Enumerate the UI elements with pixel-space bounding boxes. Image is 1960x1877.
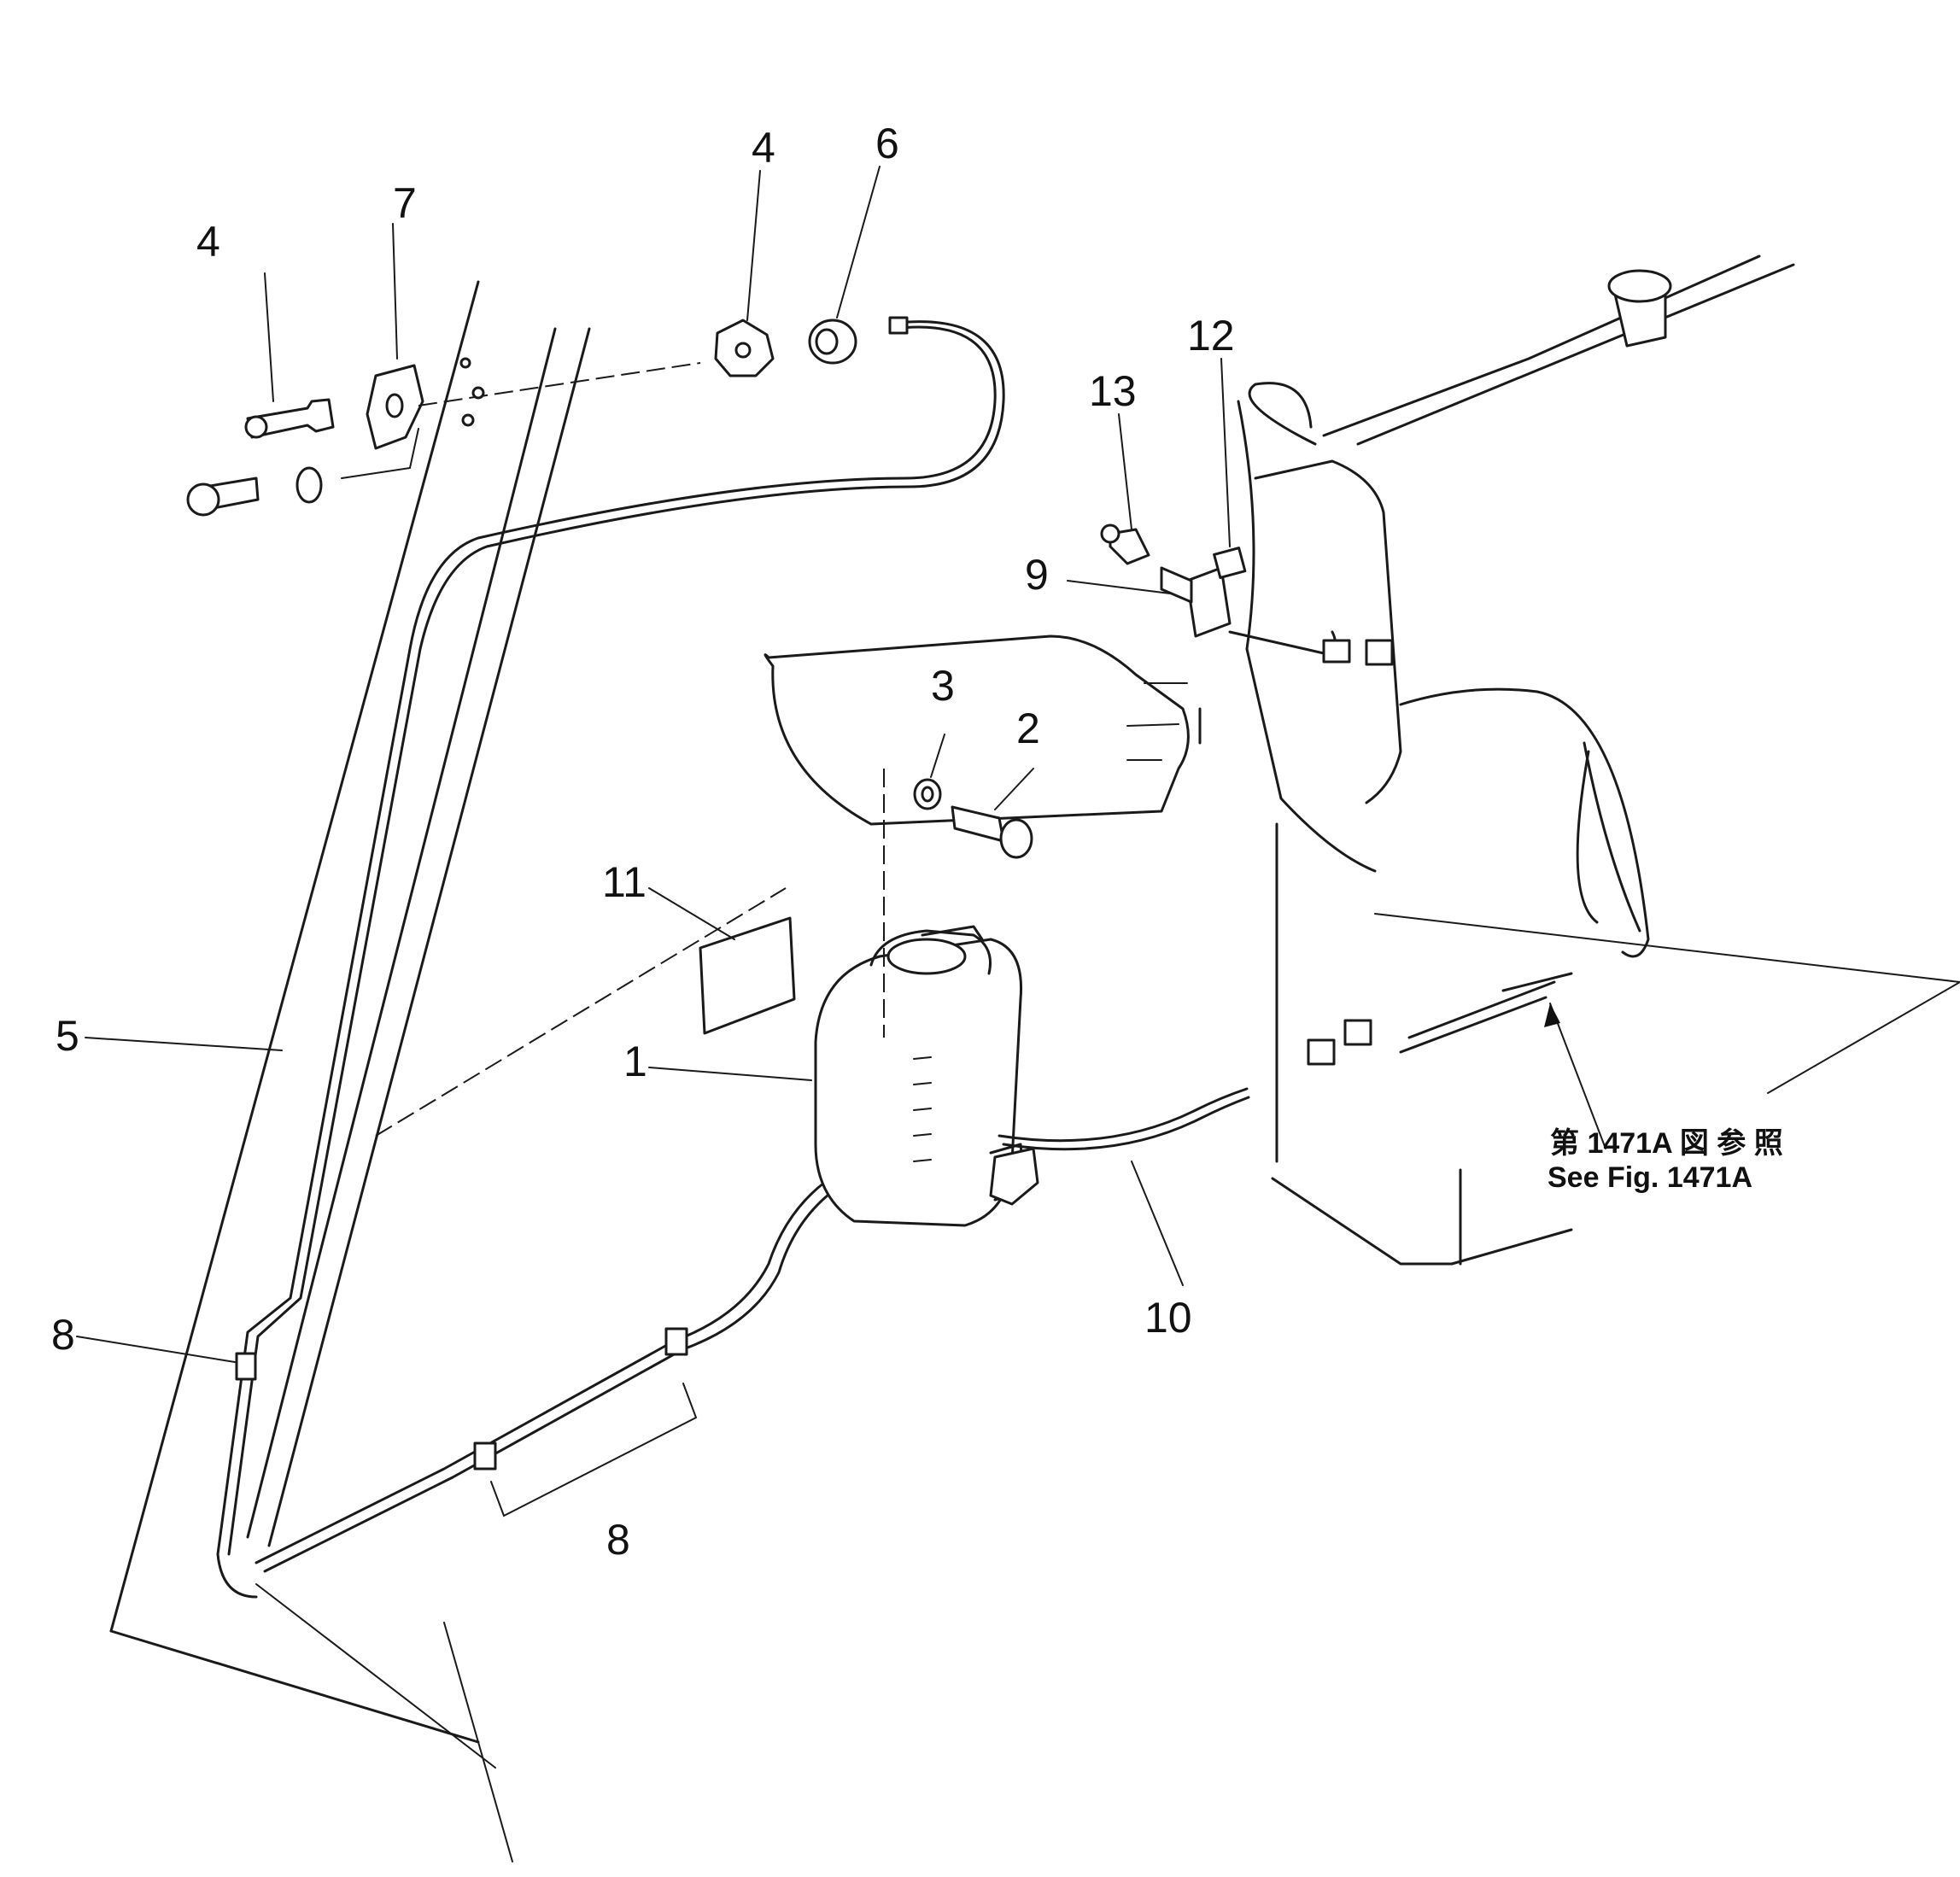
reference-en: See Fig. 1471A: [1548, 1161, 1752, 1194]
nozzle-parts: [186, 319, 857, 517]
callout-8-left: 8: [51, 1311, 75, 1359]
console-block: [764, 634, 1202, 826]
callout-10: 10: [1144, 1294, 1192, 1342]
switch: [1185, 566, 1232, 638]
callout-3: 3: [931, 662, 955, 710]
clamp-pillar: [235, 1352, 257, 1381]
clamp-lower-1: [473, 1441, 497, 1471]
tank-cap: [886, 938, 967, 975]
callout-11: 11: [602, 858, 647, 906]
reference-jp: 第 1471A 図 参 照: [1550, 1127, 1783, 1160]
callout-4-left: 4: [196, 218, 220, 266]
clamp-lower-2: [664, 1327, 688, 1356]
machine-body: [1237, 254, 1960, 1266]
hose-clamps: [235, 1327, 698, 1517]
bolt-and-washer: [913, 778, 1033, 859]
callout-13: 13: [1089, 367, 1137, 415]
connector-d: [1343, 1019, 1372, 1046]
connector-c: [1307, 1038, 1336, 1066]
callout-labels: 1 2 3 4 4 5 6 7 8 8 9 10 11 12 13: [51, 120, 1235, 1564]
nozzle: [246, 398, 335, 439]
callout-1: 1: [623, 1038, 647, 1085]
callout-5: 5: [56, 1012, 79, 1060]
callout-7: 7: [393, 179, 417, 227]
callout-12: 12: [1187, 312, 1235, 360]
tank-to-pillar-hose: [255, 1181, 834, 1573]
washer-hose: [216, 316, 1005, 1599]
pump: [989, 1147, 1039, 1206]
leader-lines: [76, 166, 1606, 1363]
wire-harness: [998, 1087, 1250, 1151]
switch-assembly: [1100, 523, 1394, 1066]
callout-4-top: 4: [752, 124, 775, 172]
connector-b: [1365, 639, 1394, 666]
connector-a: [1322, 639, 1351, 664]
switch-label: [1213, 547, 1247, 579]
washer-tank: [814, 769, 1039, 1227]
callout-8-bottom: 8: [606, 1516, 630, 1564]
caution-plate: [699, 916, 796, 1035]
callout-6: 6: [875, 120, 899, 167]
figure-reference: 第 1471A 図 参 照 See Fig. 1471A: [1548, 1127, 1783, 1194]
washer-ring: [295, 466, 323, 504]
cab-frame: [109, 280, 787, 1862]
callout-9: 9: [1025, 551, 1049, 599]
callout-2: 2: [1016, 705, 1040, 752]
